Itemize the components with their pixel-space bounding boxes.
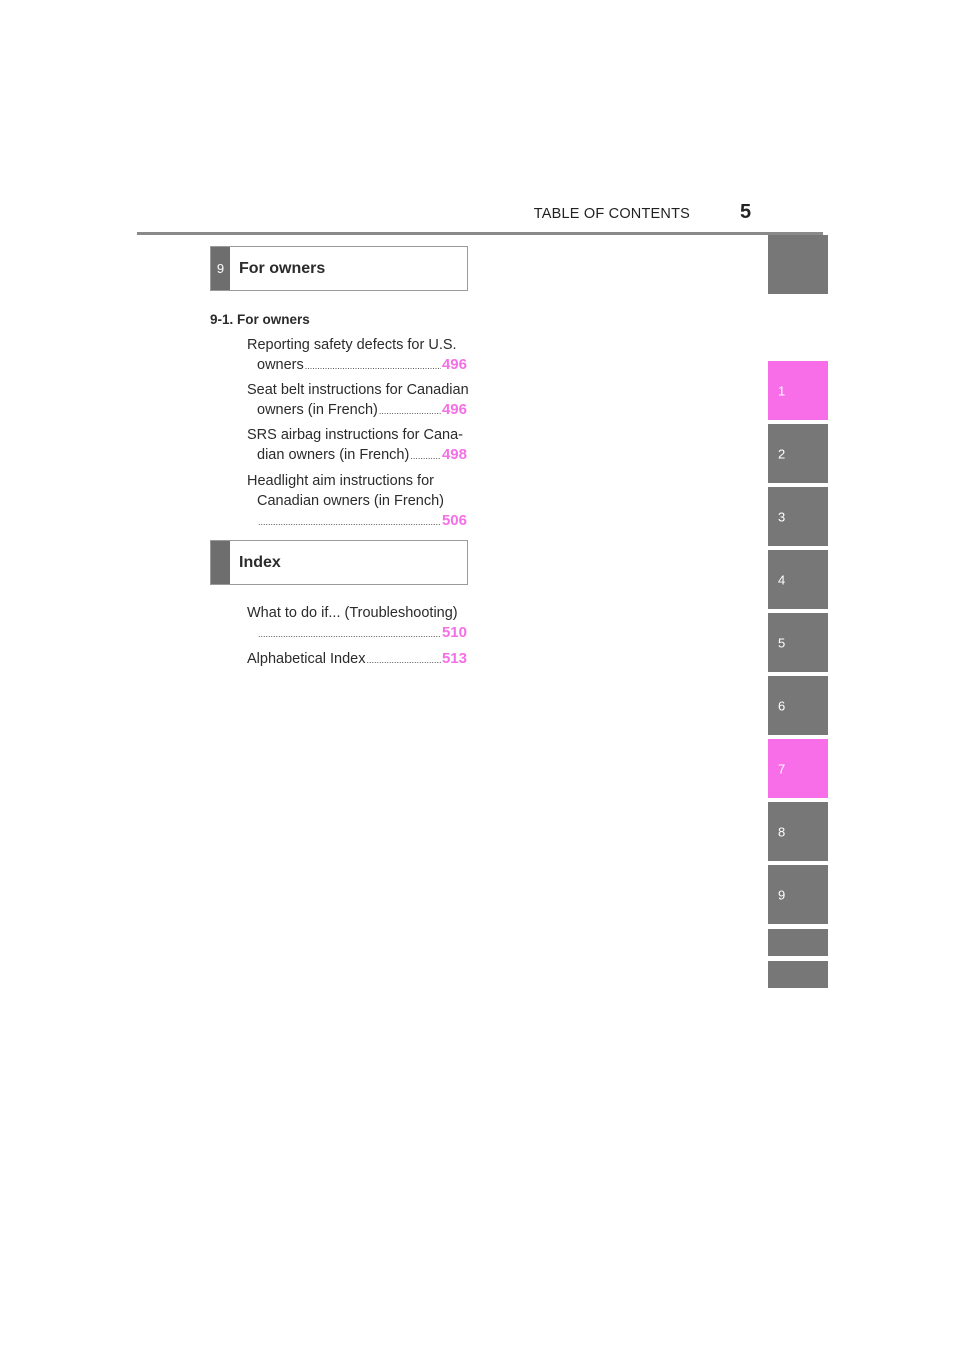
entry-text: owners — [257, 357, 304, 373]
entry-text: Headlight aim instructions for — [247, 473, 434, 489]
subsection-title: 9-1. For owners — [210, 312, 310, 327]
toc-entry-srs-airbag[interactable]: SRS airbag instructions for Cana- dian o… — [247, 425, 467, 466]
entry-text: owners (in French) — [257, 402, 378, 418]
toc-entry-safety-defects[interactable]: Reporting safety defects for U.S. owners… — [247, 335, 467, 376]
entry-text: dian owners (in French) — [257, 447, 410, 463]
page-link[interactable]: 510 — [441, 624, 467, 641]
chapter-tab-5[interactable]: 5 — [768, 613, 828, 672]
header-title: TABLE OF CONTENTS — [533, 206, 690, 222]
chapter-tab-8[interactable]: 8 — [768, 802, 828, 861]
page-link[interactable]: 496 — [441, 401, 467, 418]
entry-text: Canadian owners (in French) — [257, 493, 444, 509]
toc-entry-headlight-aim[interactable]: Headlight aim instructions for Canadian … — [247, 471, 467, 532]
leader-dots: ........................................… — [258, 629, 441, 639]
leader-dots: ........................................… — [304, 361, 441, 371]
page-link[interactable]: 513 — [441, 650, 467, 667]
leader-dots: ........................................… — [378, 406, 441, 416]
tab-label: 5 — [778, 635, 786, 650]
chapter-tab-1[interactable]: 1 — [768, 361, 828, 420]
toc-entry-troubleshooting[interactable]: What to do if... (Troubleshooting) .....… — [247, 603, 467, 644]
chapter-tab-blank-top[interactable] — [768, 235, 828, 294]
toc-entry-seat-belt[interactable]: Seat belt instructions for Canadian owne… — [247, 380, 469, 421]
section-title: For owners — [239, 259, 326, 277]
chapter-tab-2[interactable]: 2 — [768, 424, 828, 483]
leader-dots: ........................................… — [366, 655, 441, 665]
page-link[interactable]: 498 — [441, 446, 467, 463]
tab-label: 2 — [778, 446, 786, 461]
chapter-tab-4[interactable]: 4 — [768, 550, 828, 609]
tab-label: 8 — [778, 824, 786, 839]
toc-entry-alphabetical-index[interactable]: Alphabetical Index .....................… — [247, 649, 467, 670]
section-number — [211, 541, 230, 584]
tab-label: 1 — [778, 383, 786, 398]
tab-label: 7 — [778, 761, 786, 776]
header-rule — [137, 232, 823, 235]
chapter-tab-3[interactable]: 3 — [768, 487, 828, 546]
entry-text: Reporting safety defects for U.S. — [247, 337, 457, 353]
chapter-tab-9[interactable]: 9 — [768, 865, 828, 924]
chapter-tab-6[interactable]: 6 — [768, 676, 828, 735]
tab-label: 3 — [778, 509, 786, 524]
tab-label: 6 — [778, 698, 786, 713]
chapter-tab-blank-1[interactable] — [768, 929, 828, 956]
section-header-for-owners: 9 For owners — [210, 246, 468, 291]
page-link[interactable]: 506 — [441, 512, 467, 529]
section-title: Index — [239, 553, 281, 571]
leader-dots: ........................................… — [410, 451, 441, 461]
chapter-tab-7[interactable]: 7 — [768, 739, 828, 798]
tab-label: 9 — [778, 887, 786, 902]
leader-dots: ........................................… — [258, 517, 441, 527]
entry-text: What to do if... (Troubleshooting) — [247, 605, 458, 621]
section-number: 9 — [211, 247, 230, 290]
section-header-index: Index — [210, 540, 468, 585]
chapter-tab-blank-2[interactable] — [768, 961, 828, 988]
entry-text: Seat belt instructions for Canadian — [247, 382, 469, 398]
entry-text: Alphabetical Index — [247, 651, 366, 667]
page-number: 5 — [740, 201, 752, 223]
entry-text: SRS airbag instructions for Cana- — [247, 427, 463, 443]
page-link[interactable]: 496 — [441, 356, 467, 373]
tab-label: 4 — [778, 572, 786, 587]
